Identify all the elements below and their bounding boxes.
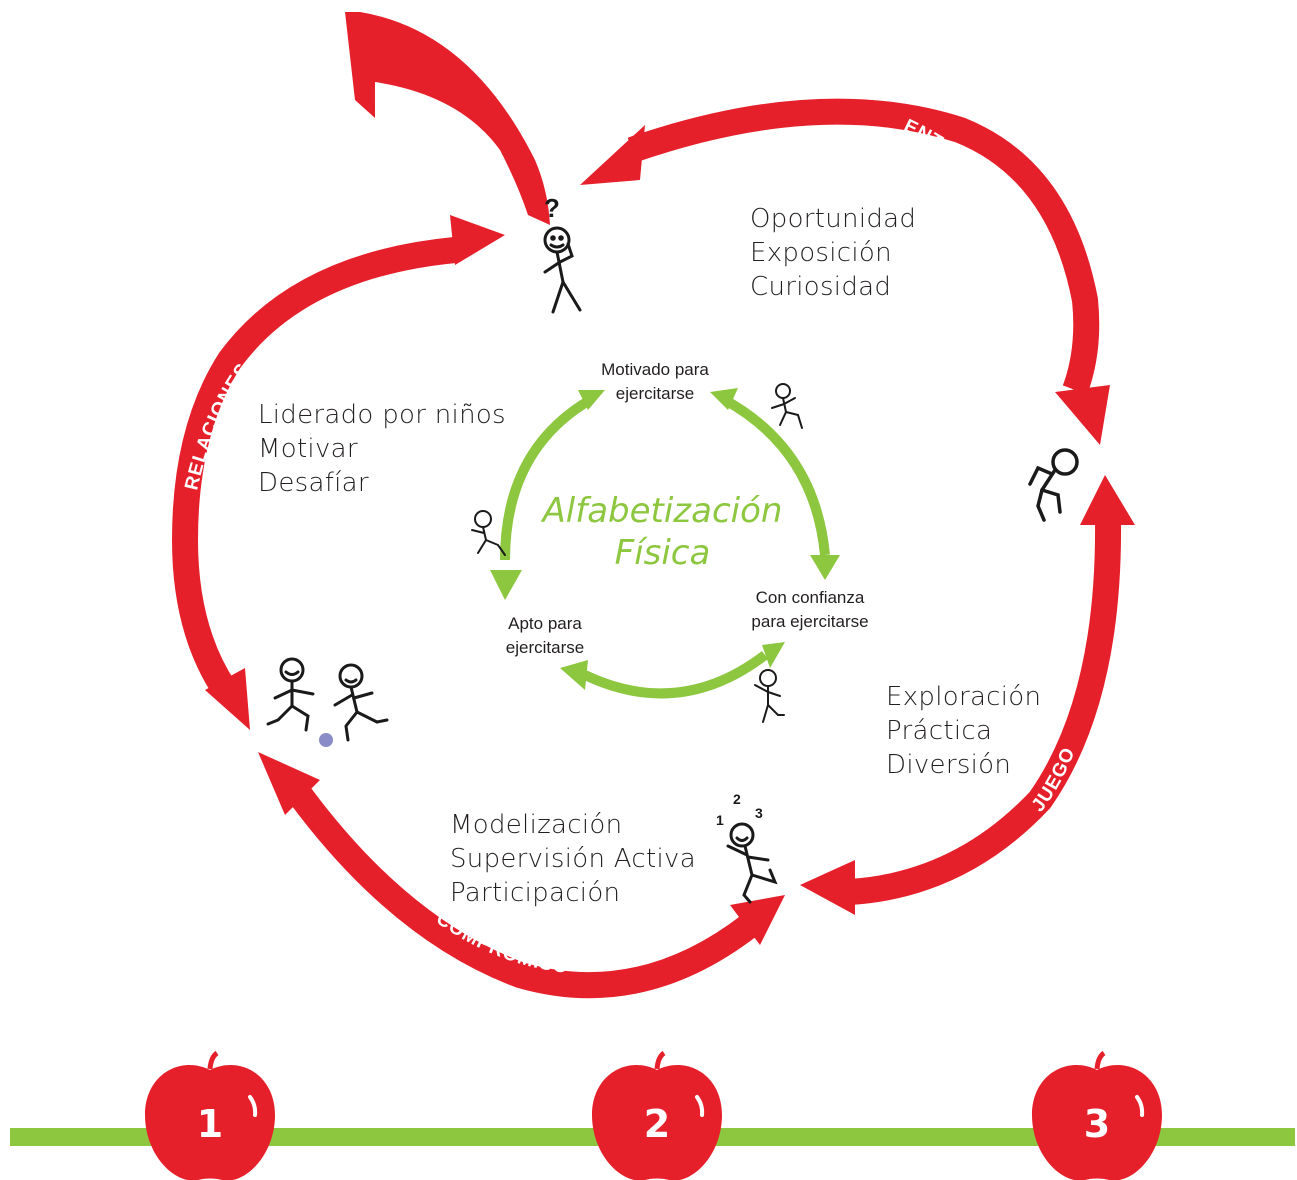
juego-item: Diversión <box>886 750 1012 780</box>
entorno-arrowhead-down <box>1055 385 1110 445</box>
juego-items: Exploración Práctica Diversión <box>886 680 1041 782</box>
stick-figure-small-left-icon <box>471 510 506 556</box>
entorno-item: Curiosidad <box>750 272 892 302</box>
green-arc-left <box>500 395 593 561</box>
apple-icon <box>592 1050 722 1180</box>
apple-number: 1 <box>196 1102 224 1146</box>
green-arrowhead-bottom-right <box>762 642 785 668</box>
motivado-line-2: ejercitarse <box>615 384 695 403</box>
entorno-arrowhead-left <box>580 125 645 185</box>
entorno-item: Oportunidad <box>750 204 917 234</box>
juego-item: Práctica <box>886 716 993 746</box>
apple-number: 2 <box>643 1102 671 1146</box>
apple-leaf-shape <box>345 12 550 225</box>
center-title-line-1: Alfabetización <box>542 491 783 531</box>
green-arrowhead-top-left <box>578 390 605 410</box>
center-title-line-2: Física <box>614 533 711 573</box>
relaciones-items: Liderado por niños Motivar Desafíar <box>258 398 506 500</box>
question-mark: ? <box>544 193 560 223</box>
compromiso-item: Supervisión Activa <box>450 844 696 874</box>
apple-icon <box>1032 1050 1162 1180</box>
green-arrowhead-bottom-left <box>560 660 588 690</box>
relaciones-arrowhead-right <box>450 215 505 265</box>
compromiso-item: Participación <box>450 878 621 908</box>
compromiso-arrow <box>289 787 758 999</box>
center-title: Alfabetización Física <box>520 490 805 574</box>
relaciones-arrowhead-down <box>205 668 250 730</box>
apto-label: Apto para ejercitarse <box>475 612 615 660</box>
stick-figure-small-top-icon <box>771 383 803 429</box>
green-arc-right <box>722 395 830 556</box>
stick-figure-climbing-icon <box>1028 448 1079 522</box>
stick-figure-small-bottom-icon <box>754 669 785 723</box>
green-arrowhead-top-right <box>710 388 738 410</box>
confianza-line-2: para ejercitarse <box>751 612 869 631</box>
entorno-item: Exposición <box>750 238 892 268</box>
apple-number: 3 <box>1083 1102 1111 1146</box>
green-arrowhead-down-right <box>810 555 840 580</box>
juego-item: Exploración <box>886 682 1042 712</box>
apple-icon <box>145 1050 275 1180</box>
compromiso-arrowhead-right <box>730 895 785 945</box>
green-arrowhead-down-left <box>490 570 522 600</box>
juego-arrow <box>849 519 1122 905</box>
relaciones-arrow <box>171 237 457 698</box>
soccer-ball-icon <box>319 733 333 747</box>
green-arc-bottom <box>582 651 769 699</box>
motivado-label: Motivado para ejercitarse <box>575 358 735 406</box>
count-3: 3 <box>755 805 763 821</box>
compromiso-item: Modelización <box>450 810 623 840</box>
confianza-line-1: Con confianza <box>755 588 865 607</box>
compromiso-arrowhead-upleft <box>258 752 320 815</box>
relaciones-item: Motivar <box>258 434 358 464</box>
motivado-line-1: Motivado para <box>601 360 709 379</box>
entorno-items: Oportunidad Exposición Curiosidad <box>750 202 916 304</box>
count-1: 1 <box>716 812 724 828</box>
relaciones-item: Desafíar <box>258 468 369 498</box>
apto-line-2: ejercitarse <box>505 638 585 657</box>
count-2: 2 <box>733 791 741 807</box>
juego-arrowhead-up <box>1080 475 1135 525</box>
compromiso-items: Modelización Supervisión Activa Particip… <box>450 808 696 910</box>
stick-figure-thinking-icon <box>543 226 582 314</box>
apto-line-1: Apto para <box>508 614 582 633</box>
stick-figures-soccer-icon <box>266 657 389 742</box>
confianza-label: Con confianza para ejercitarse <box>725 586 895 634</box>
stick-figure-counting-icon <box>726 822 778 904</box>
entorno-arrow <box>627 98 1100 395</box>
relaciones-item: Liderado por niños <box>258 400 506 430</box>
juego-arrowhead-left <box>800 860 855 915</box>
